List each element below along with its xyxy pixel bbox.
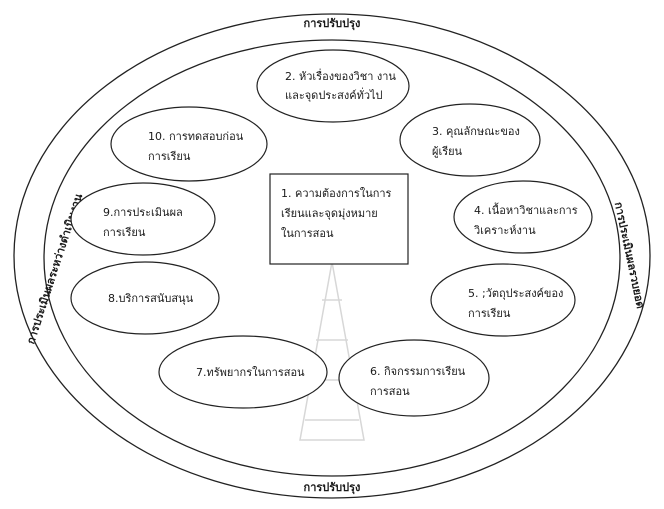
node-4-line: วิเคราะห์งาน xyxy=(473,224,536,237)
inner-ellipse xyxy=(43,39,621,477)
node-5-line: การเรียน xyxy=(468,307,511,320)
node-10-line: การเรียน xyxy=(148,150,191,163)
node-7-line: 7.ทรัพยากรในการสอน xyxy=(196,366,305,379)
node-8: 8.บริการสนับสนุน xyxy=(70,261,220,335)
node-9-line: การเรียน xyxy=(103,226,146,239)
center-line: เรียนและจุดมุ่งหมาย xyxy=(281,207,378,220)
node-6-line: 6. กิจกรรมการเรียน xyxy=(370,365,466,378)
node-5: 5. ;วัตถุประสงค์ของ การเรียน xyxy=(430,263,576,337)
node-5-line: 5. ;วัตถุประสงค์ของ xyxy=(468,287,563,300)
node-8-line: 8.บริการสนับสนุน xyxy=(108,292,194,305)
center-box: 1. ความต้องการในการ เรียนและจุดมุ่งหมาย … xyxy=(269,173,409,265)
node-9-line: 9.การประเมินผล xyxy=(103,206,183,219)
node-6-line: การสอน xyxy=(370,385,410,398)
node-2: 2. หัวเรื่องของวิชา งาน และจุดประสงค์ทั่… xyxy=(256,49,410,123)
center-line: 1. ความต้องการในการ xyxy=(281,187,392,200)
node-10-line: 10. การทดสอบก่อน xyxy=(148,130,244,143)
center-line: ในการสอน xyxy=(281,227,334,240)
outer-ellipse xyxy=(13,13,651,499)
outer-top-label: การปรับปรุง xyxy=(304,17,361,31)
node-4-line: 4. เนื้อหาวิชาและการ xyxy=(474,202,578,217)
node-10: 10. การทดสอบก่อน การเรียน xyxy=(110,106,268,182)
node-4: 4. เนื้อหาวิชาและการ วิเคราะห์งาน xyxy=(453,180,593,254)
node-3-line: ผู้เรียน xyxy=(432,145,463,158)
outer-bottom-label: การปรับปรุง xyxy=(304,481,361,495)
node-7: 7.ทรัพยากรในการสอน xyxy=(158,335,328,409)
node-2-line: และจุดประสงค์ทั่วไป xyxy=(285,87,383,102)
node-3-line: 3. คุณลักษณะของ xyxy=(432,125,520,138)
node-2-line: 2. หัวเรื่องของวิชา งาน xyxy=(285,68,396,83)
node-3: 3. คุณลักษณะของ ผู้เรียน xyxy=(399,103,541,177)
watermark-emblem xyxy=(299,261,365,441)
node-9: 9.การประเมินผล การเรียน xyxy=(70,182,216,256)
node-6: 6. กิจกรรมการเรียน การสอน xyxy=(338,339,490,417)
outer-right-label: การประเมินผลรวบยอด xyxy=(612,201,647,310)
